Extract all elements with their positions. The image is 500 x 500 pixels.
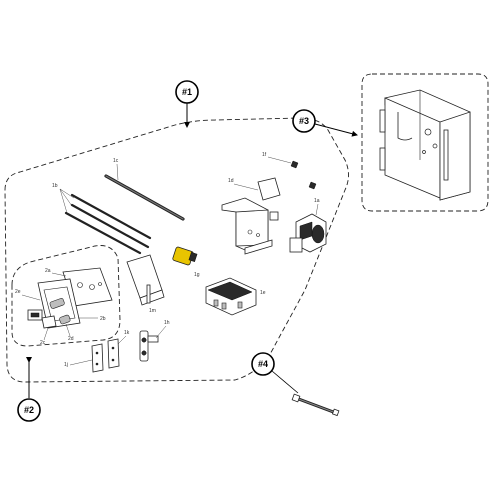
part-2d-knob: 2d (49, 298, 74, 342)
part-1e-module: 1e (205, 277, 266, 316)
svg-text:2d: 2d (68, 336, 74, 342)
svg-text:2b: 2b (100, 316, 106, 322)
part-1m-plate: 1m (126, 254, 165, 314)
group-1-boundary (4, 117, 349, 383)
svg-text:1d: 1d (228, 178, 234, 184)
part-1b-rods: 1b (52, 183, 152, 255)
svg-text:1e: 1e (260, 290, 266, 296)
part-1g-highlighted: 1g (172, 246, 200, 278)
svg-text:2a: 2a (45, 268, 51, 274)
part-1c-cable: 1c (104, 158, 185, 221)
part-2c-fitting: 2c (40, 315, 57, 346)
part-1j-bracket: 1j (64, 343, 104, 373)
svg-text:1g: 1g (194, 272, 200, 278)
svg-text:1h: 1h (164, 320, 170, 326)
part-4-rod (291, 393, 340, 417)
part-1h-fitting: 1h (139, 320, 170, 362)
part-1a-motor: 1a (289, 198, 327, 253)
svg-text:1m: 1m (149, 308, 156, 314)
part-2e-switch: 2e (15, 289, 43, 321)
part-1d-bracket: 1d (221, 177, 281, 255)
svg-text:#4: #4 (258, 359, 268, 369)
svg-text:1b: 1b (52, 183, 58, 189)
bracket-box-part-3 (379, 89, 471, 201)
svg-text:#1: #1 (182, 87, 192, 97)
svg-text:1k: 1k (124, 330, 130, 336)
svg-text:#3: #3 (299, 116, 309, 126)
svg-text:2c: 2c (40, 340, 46, 346)
group-3-boundary (361, 73, 489, 212)
callout-1: #1 (175, 80, 199, 128)
part-1k-bracket: 1k (107, 330, 130, 369)
svg-text:1a: 1a (314, 198, 320, 204)
callout-2: #2 (17, 357, 41, 422)
group-2-boundary (11, 245, 121, 347)
svg-text:1c: 1c (113, 158, 119, 164)
part-1f-screws: 1f (262, 152, 317, 190)
callout-4: #4 (251, 352, 299, 394)
svg-text:1j: 1j (64, 362, 68, 368)
svg-text:#2: #2 (24, 405, 34, 415)
svg-text:2e: 2e (15, 289, 21, 295)
svg-text:1f: 1f (262, 152, 267, 158)
callout-3: #3 (292, 109, 358, 137)
